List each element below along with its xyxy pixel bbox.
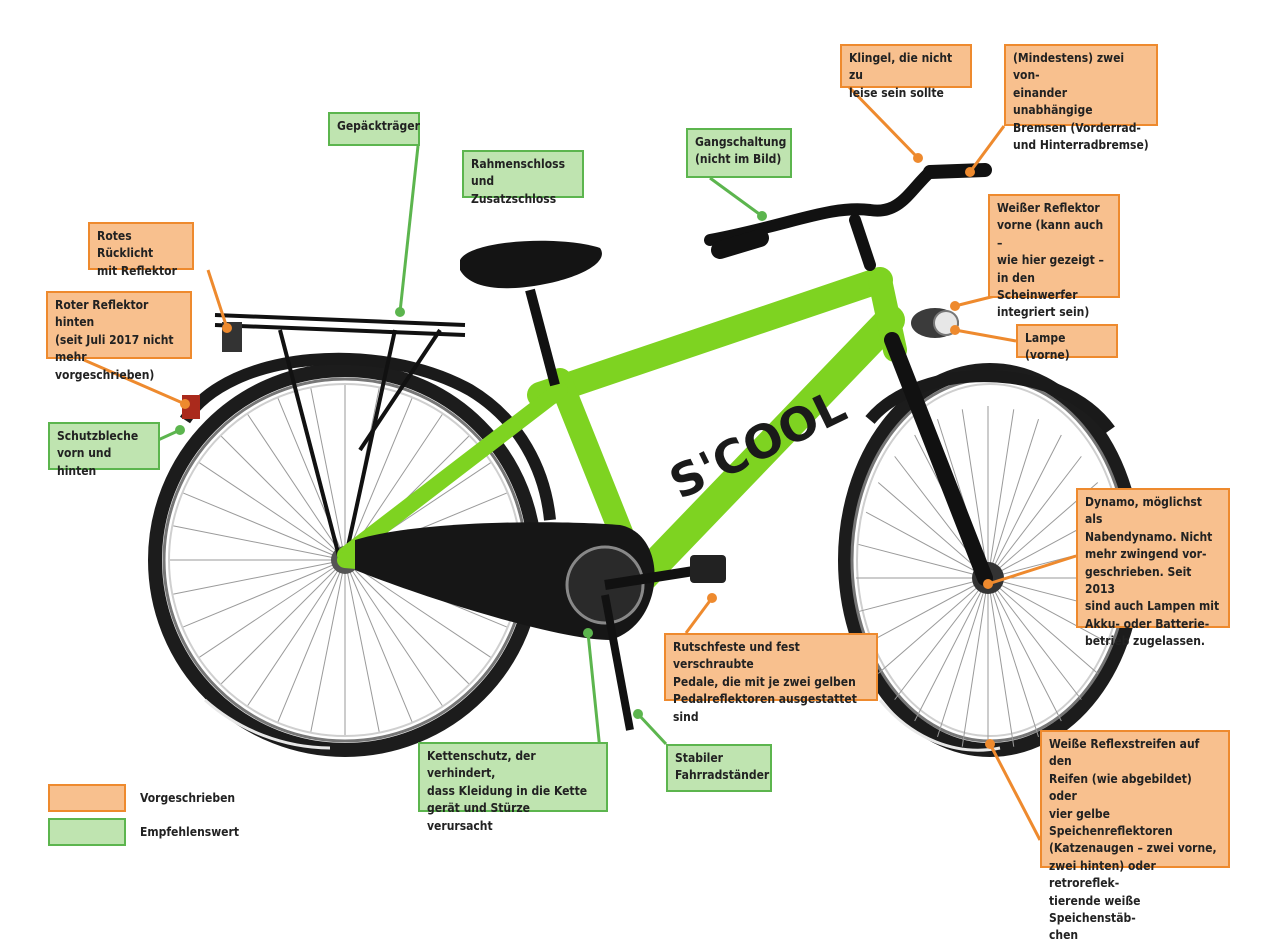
label-rahmenschloss: Rahmenschloss und Zusatzschloss [462,150,584,206]
label-gangschaltung: Gangschaltung (nicht im Bild) [686,128,792,178]
label-schutzbleche: Schutzbleche vorn und hinten [48,422,160,478]
label-reflektor-vorne: Weißer Reflektor vorne (kann auch – wie … [988,194,1120,319]
handlebar [704,163,992,271]
rear-fender [179,352,556,521]
label-staender: Stabiler Fahrradständer [666,744,772,792]
label-kettenschutz: Kettenschutz, der verhindert, dass Kleid… [418,742,608,833]
label-reflexstreifen: Weiße Reflexstreifen auf den Reifen (wie… [1040,730,1230,942]
front-fender [865,370,1115,434]
brand-logo: S'COOL [661,379,854,510]
bike-illustration: S'COOL [83,84,1142,841]
label-klingel: Klingel, die nicht zu leise sein sollte [840,44,972,100]
legend-required-swatch [48,784,126,812]
luggage-rack [214,313,466,561]
label-dynamo: Dynamo, möglichst als Nabendynamo. Nicht… [1076,488,1230,648]
legend-required-label: Vorgeschrieben [140,791,236,805]
label-reflektor-hinten: Roter Reflektor hinten (seit Juli 2017 n… [46,291,192,382]
label-pedale: Rutschfeste und fest verschraubte Pedale… [664,633,878,724]
bike-diagram: S'COOL [46,44,1230,942]
legend-recommended-swatch [48,818,126,846]
label-lampe: Lampe (vorne) [1016,324,1118,362]
saddle [460,240,602,289]
label-ruecklicht: Rotes Rücklicht mit Reflektor [88,222,194,278]
label-bremsen: (Mindestens) zwei von- einander unabhäng… [1004,44,1158,152]
legend-recommended-label: Empfehlenswert [140,825,239,839]
label-gepaecktraeger: Gepäckträger [328,112,420,146]
